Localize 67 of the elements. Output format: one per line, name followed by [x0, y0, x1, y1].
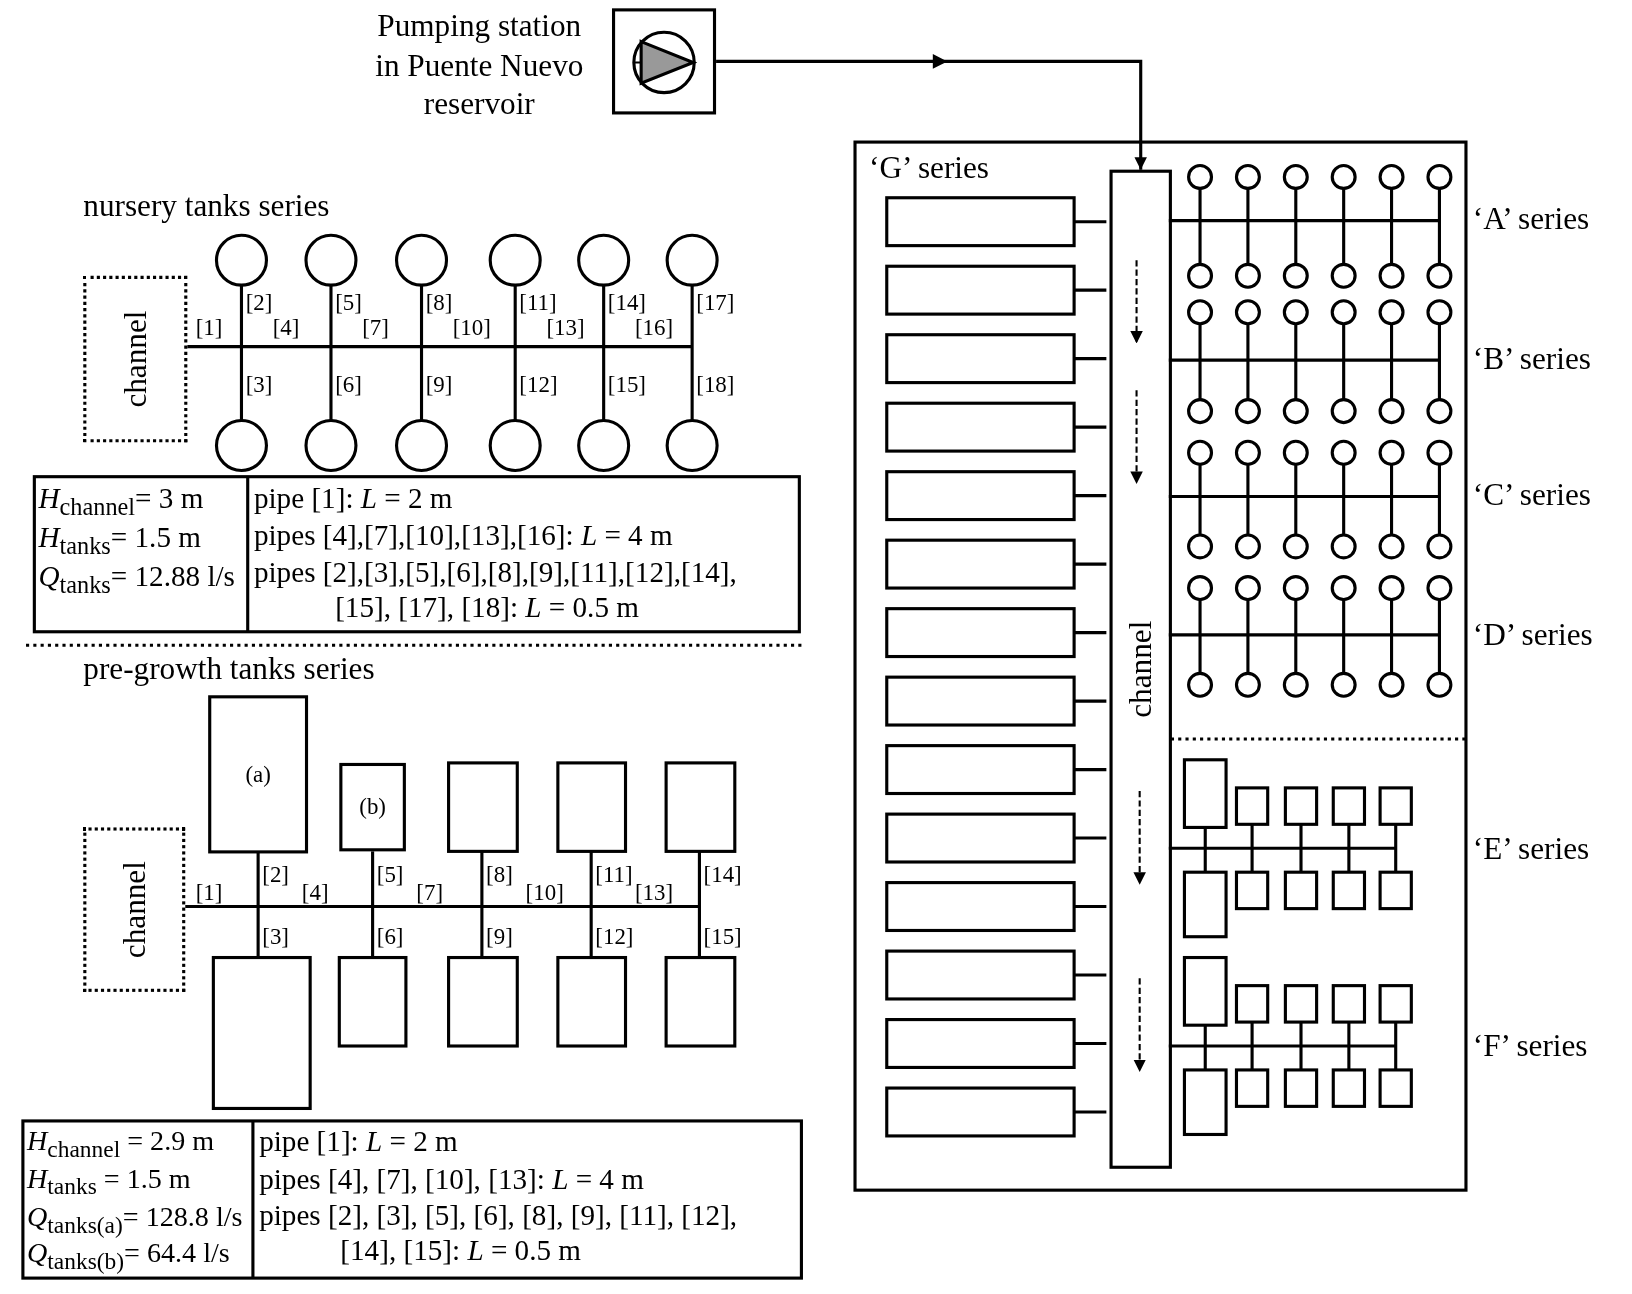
table-cell-text: pipes [4],[7],[10],[13],[16]: L = 4 m	[253, 518, 673, 554]
table-cell-text: H$_{channel}$ = 2.9 m	[27, 1124, 215, 1163]
pipe-number: [13]	[634, 879, 674, 907]
pipe-number: [5]	[376, 860, 404, 889]
table-cell-text: pipes [4], [7], [10], [13]: L = 4 m	[259, 1161, 644, 1197]
table-cell-text: pipes [2],[3],[5],[6],[8],[9],[11],[12],[14], [15], [17], [18]: L = 0.5 m	[253, 554, 738, 625]
section-heading: pre-growth tanks series	[83, 649, 375, 687]
pipe-number: [17]	[696, 289, 735, 317]
pipe-number: [7]	[416, 879, 443, 907]
pipe-number: [2]	[262, 860, 289, 889]
pipe-number: [8]	[486, 860, 513, 889]
series-label: ‘C’ series	[1472, 475, 1591, 514]
pipe-number: [3]	[262, 923, 289, 951]
pipe-number: [7]	[362, 314, 389, 342]
pump-station-box	[612, 8, 717, 115]
section-heading: nursery tanks series	[83, 187, 330, 225]
channel-label: channel	[118, 861, 150, 959]
series-label: ‘F’ series	[1472, 1027, 1588, 1065]
pipe-number: [12]	[519, 371, 558, 400]
pipe-number: [10]	[452, 314, 491, 342]
channel-label: channel	[119, 310, 151, 408]
pipe-number: [15]	[703, 923, 742, 951]
pipe-number: [1]	[195, 879, 223, 907]
pipe-number: [9]	[425, 371, 453, 400]
pipe-number: [15]	[607, 371, 646, 400]
channel-box	[83, 275, 188, 443]
pipe-number: [10]	[525, 879, 564, 907]
pipe-number: [6]	[376, 923, 404, 951]
pipe-number: [8]	[425, 289, 453, 317]
table-cell-text: H$_{channel}$= 3 m	[38, 480, 204, 522]
table-cell-text: pipe [1]: L = 2 m	[259, 1124, 458, 1160]
tank-label: (b)	[359, 795, 386, 819]
pipe-number: [2]	[245, 289, 273, 317]
pipe-number: [16]	[634, 314, 674, 342]
table-cell-text: Q$_{tanks(b)}$= 64.4 l/s	[27, 1237, 230, 1276]
table-cell-text: Q$_{tanks(a)}$= 128.8 l/s	[27, 1200, 243, 1239]
pipe-number: [6]	[335, 371, 362, 400]
pipe-number: [13]	[546, 314, 585, 342]
pipe-number: [3]	[245, 371, 273, 400]
series-label: ‘A’ series	[1472, 199, 1590, 238]
pipe-number: [14]	[607, 289, 646, 317]
tank-box	[339, 762, 406, 852]
pipe-number: [5]	[335, 289, 362, 317]
pipe-number: [4]	[301, 879, 329, 907]
pipe-number: [11]	[595, 860, 633, 889]
tank-label: (a)	[245, 762, 271, 786]
pipe-number: [4]	[272, 314, 300, 342]
pipe-number: [12]	[595, 923, 634, 951]
tank-box	[208, 695, 309, 854]
series-label: ‘G’ series	[869, 148, 989, 187]
pipe-number: [11]	[519, 289, 557, 317]
channel	[1109, 169, 1172, 1169]
arrow	[716, 54, 1147, 170]
channel-box	[83, 827, 186, 992]
series-label: ‘D’ series	[1472, 616, 1593, 654]
table-cell-text: H$_{tanks}$ = 1.5 m	[27, 1161, 191, 1201]
pipe-number: [14]	[703, 860, 742, 889]
pipe-number: [18]	[696, 371, 735, 400]
panel-frame	[853, 140, 1468, 1192]
station-caption: Pumping station in Puente Nuevo reservoir	[374, 7, 585, 123]
pipe-number: [1]	[195, 314, 223, 342]
series-label: ‘B’ series	[1472, 340, 1591, 378]
pipe-number: [9]	[486, 923, 513, 951]
table-cell-text: pipes [2], [3], [5], [6], [8], [9], [11], [12], [14], [15]: L = 0.5 m	[259, 1198, 739, 1268]
channel-label: channel	[1125, 620, 1157, 718]
table-cell-text: pipe [1]: L = 2 m	[253, 480, 453, 516]
series-label: ‘E’ series	[1472, 829, 1590, 867]
